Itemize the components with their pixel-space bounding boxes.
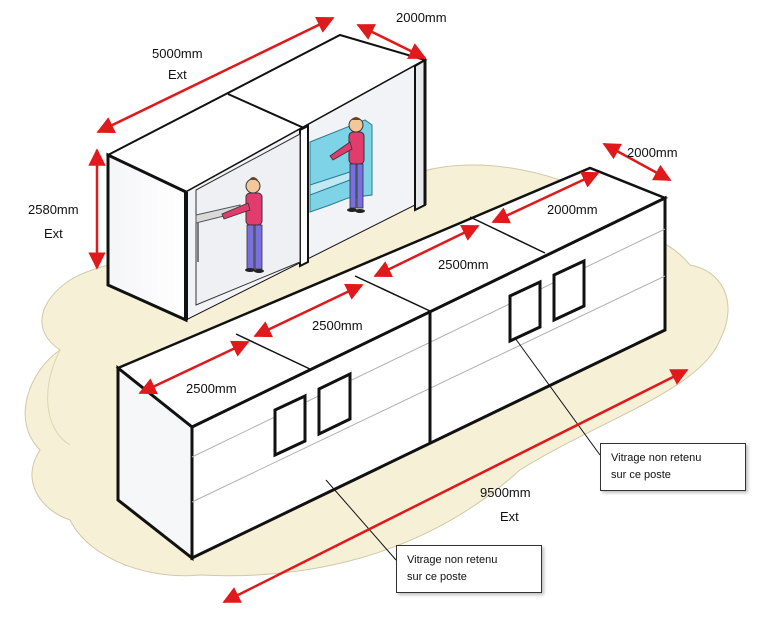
callout-line: sur ce poste [407,571,467,583]
worker-right [329,117,365,213]
glazing-callout-bottom: Vitrage non retenu sur ce poste [396,545,542,593]
line-length-note: Ext [500,509,519,524]
booth-height-note: Ext [44,226,63,241]
booth-depth-label: 2000mm [396,10,447,25]
dimension-arrows [88,16,689,604]
module-1-label: 2000mm [547,202,598,217]
worker-left [221,177,264,273]
callout-line: Vitrage non retenu [611,452,702,464]
glazing-callout-right: Vitrage non retenu sur ce poste [600,443,746,491]
booth-length-label: 5000mm [152,46,203,61]
booth-height-label: 2580mm [28,202,79,217]
module-2-label: 2500mm [438,257,489,272]
callout-line: sur ce poste [611,469,671,481]
booth-length-note: Ext [168,67,187,82]
line-length-label: 9500mm [480,485,531,500]
line-depth-label: 2000mm [627,145,678,160]
callout-line: Vitrage non retenu [407,554,498,566]
module-3-label: 2500mm [312,318,363,333]
module-4-label: 2500mm [186,381,237,396]
